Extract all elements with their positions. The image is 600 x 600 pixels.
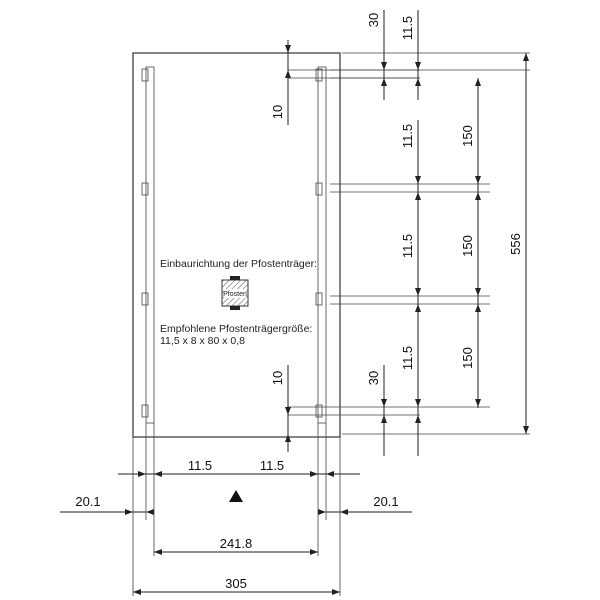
arrowheads [285,45,529,442]
installation-direction-label: Einbaurichtung der Pfostenträger: [160,258,317,270]
recommended-size-title: Empfohlene Pfostenträgergröße: [160,323,312,335]
left-post-brackets [141,68,149,418]
dim-top-inner-10: 10 [270,105,285,119]
dim-right-150-c: 150 [460,347,475,369]
right-rail [317,66,327,424]
dim-bottom-inner-10: 10 [270,371,285,385]
post-label: Pfosten [223,291,247,298]
dim-width-305: 305 [225,576,247,591]
dim-left-20-1: 20.1 [75,494,100,509]
direction-triangle-icon [229,490,243,502]
recommended-size-value: 11,5 x 8 x 80 x 0,8 [160,335,245,347]
panel-outline [132,52,341,438]
dim-right-11-5-b: 11.5 [400,234,415,258]
left-rail [145,66,155,424]
dim-bottom-right-11-5: 11.5 [260,458,284,473]
dim-width-241-8: 241.8 [220,536,253,551]
dim-top-11-5: 11.5 [400,16,415,40]
dim-right-150-a: 150 [460,125,475,147]
dim-top-30: 30 [366,13,381,27]
dim-right-20-1: 20.1 [373,494,398,509]
dim-bottom-30: 30 [366,371,381,385]
post-symbol: Pfosten [221,276,249,310]
dim-right-11-5-c: 11.5 [400,346,415,370]
dim-bottom-left-11-5: 11.5 [188,458,212,473]
dim-right-11-5-a: 11.5 [400,124,415,148]
dim-right-150-b: 150 [460,235,475,257]
dim-overall-556: 556 [508,233,523,255]
extension-lines-bottom [132,423,341,596]
right-post-brackets [315,68,323,418]
extension-lines-right [288,52,530,435]
bottom-arrowheads [125,471,348,595]
